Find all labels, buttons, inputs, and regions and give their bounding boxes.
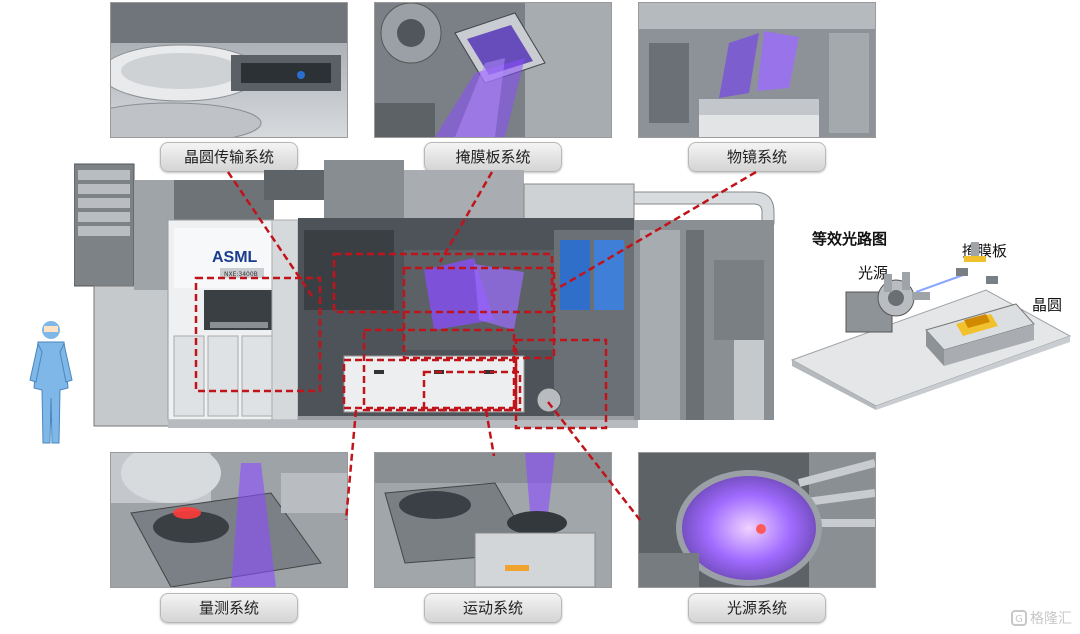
light-source-photo — [638, 452, 876, 588]
reticle-label: 掩膜板系统 — [424, 142, 562, 172]
reticle-photo — [374, 2, 612, 138]
cleanroom-worker-figure — [29, 321, 73, 444]
metrology-label: 量测系统 — [160, 593, 298, 623]
wafer-transfer-photo — [110, 2, 348, 138]
metrology-photo — [110, 452, 348, 588]
model-plate: NXE:3400B — [224, 271, 258, 278]
equivalent-light-path-diagram — [790, 242, 1072, 410]
projection-optics-photo — [638, 2, 876, 138]
watermark-text: 格隆汇 — [1030, 611, 1072, 627]
equivalent-path-title: 等效光路图 — [812, 230, 888, 248]
euv-scanner-illustration: ASML NXE:3400B — [74, 160, 775, 428]
watermark-logo-icon: G — [1011, 610, 1027, 626]
equivalent-path-light-source-label: 光源 — [858, 264, 889, 282]
wafer-transfer-label: 晶圆传输系统 — [160, 142, 298, 172]
motion-label: 运动系统 — [424, 593, 562, 623]
watermark: G 格隆汇 — [1011, 608, 1072, 628]
motion-photo — [374, 452, 612, 588]
projection-optics-label: 物镜系统 — [688, 142, 826, 172]
asml-logo: ASML — [212, 249, 258, 266]
light-source-label: 光源系统 — [688, 593, 826, 623]
equivalent-path-wafer-label: 晶圆 — [1032, 296, 1063, 314]
